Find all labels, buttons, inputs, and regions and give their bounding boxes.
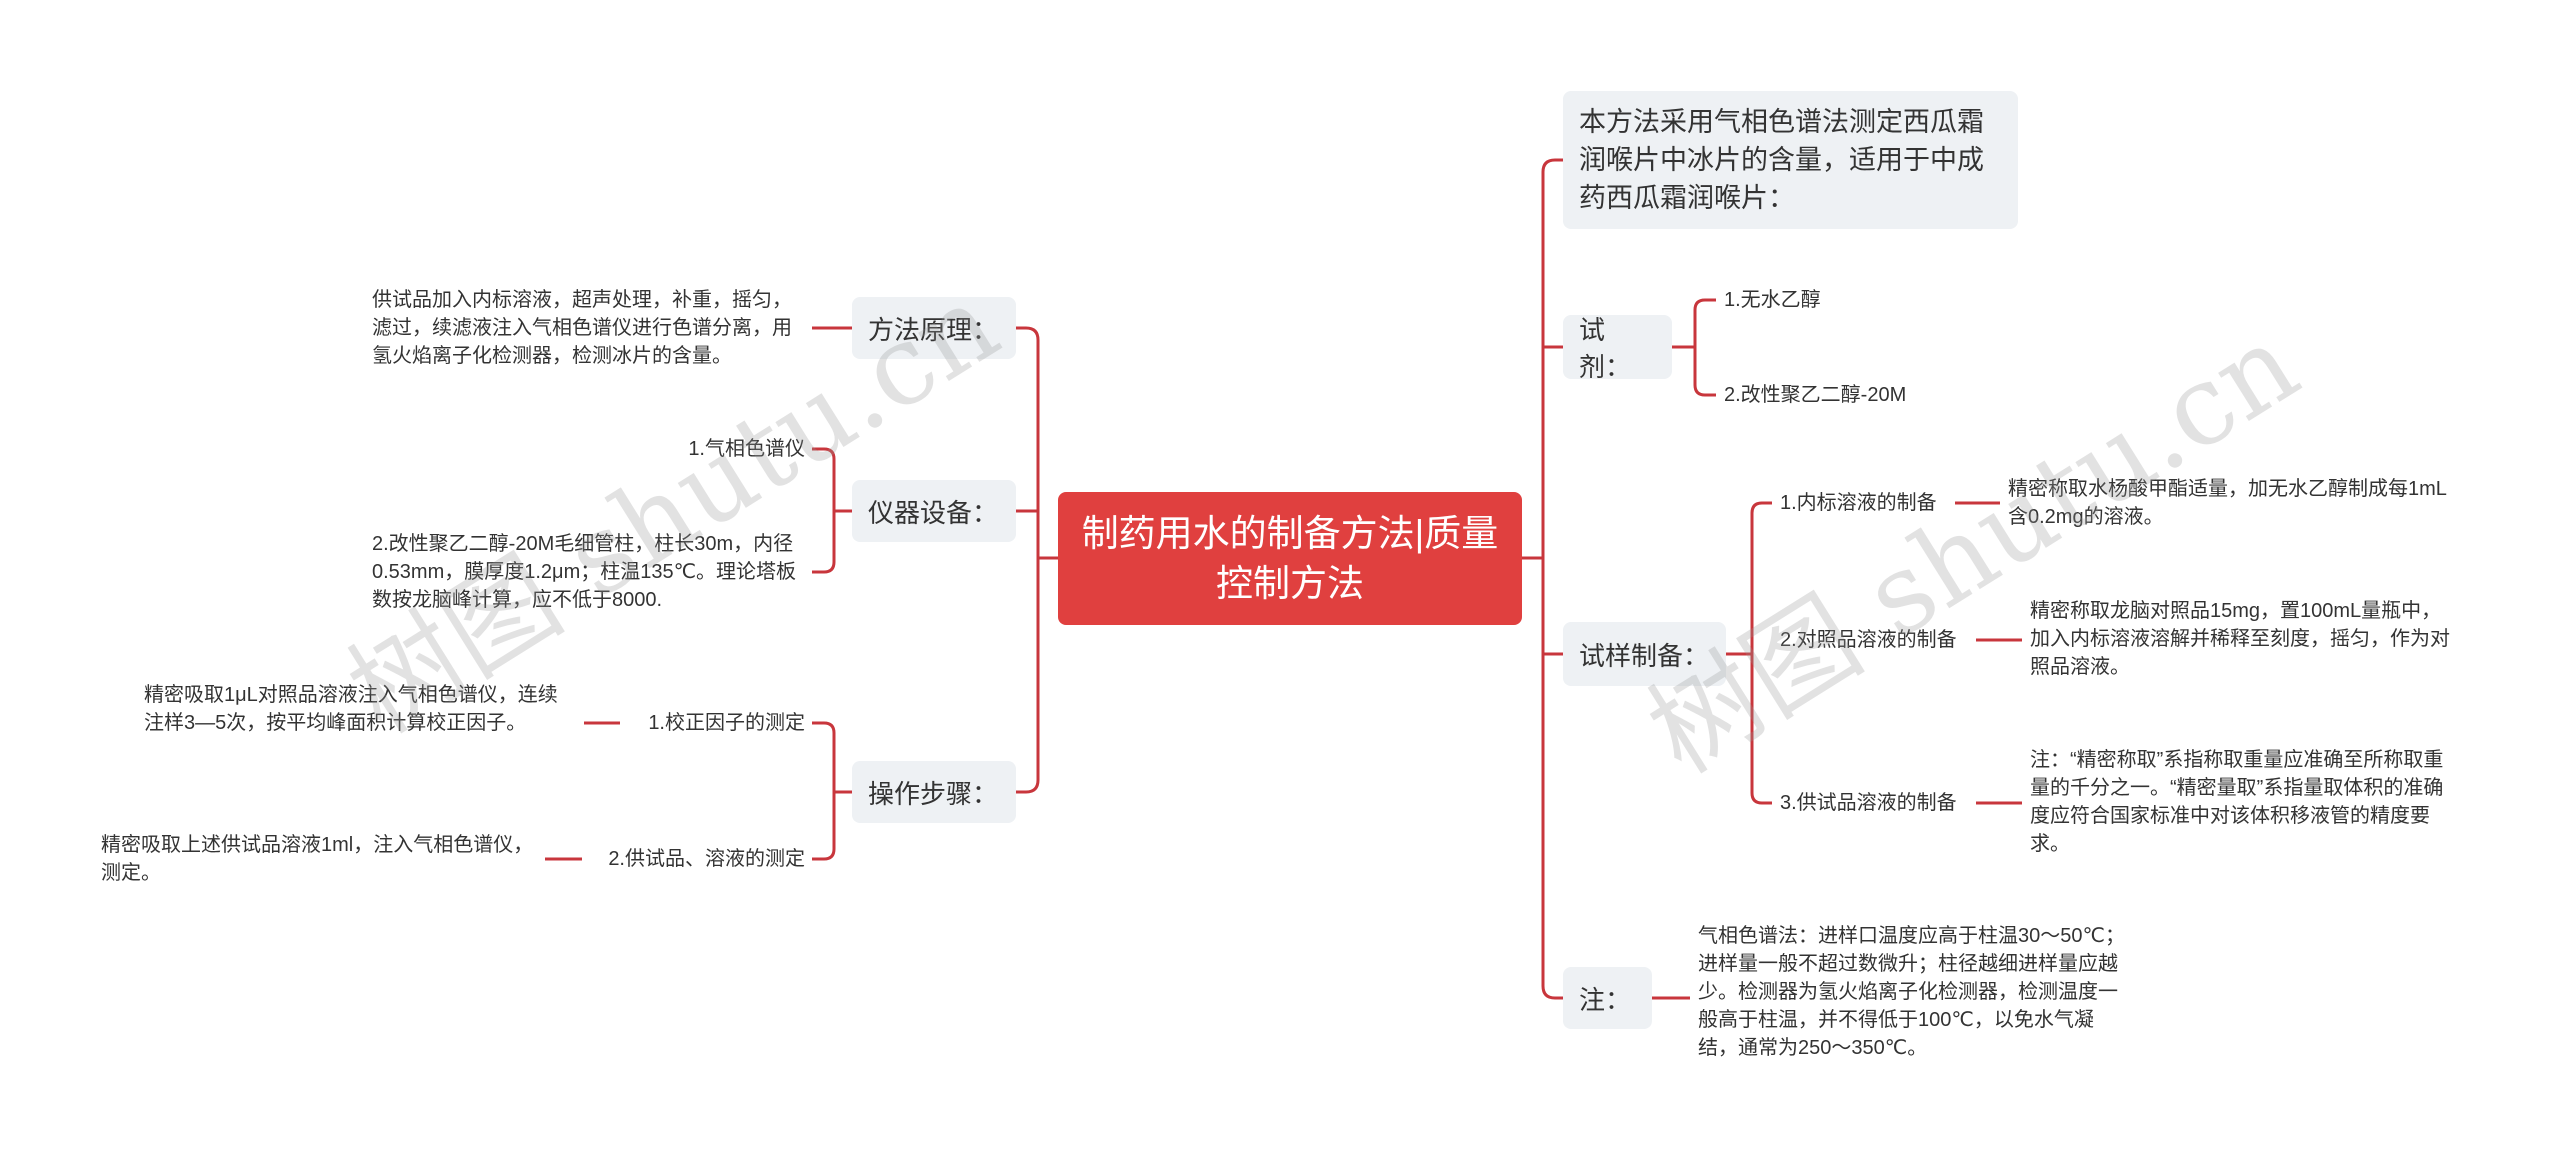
reagent-2[interactable]: 2.改性聚乙二醇-20M	[1724, 384, 1907, 406]
prep-2[interactable]: 2.对照品溶液的制备	[1780, 629, 1957, 651]
note-detail[interactable]: 气相色谱法：进样口温度应高于柱温30～50℃；进样量一般不超过数微升；柱径越细进…	[1698, 925, 2125, 1059]
connector	[812, 721, 836, 861]
branch-principle[interactable]: 方法原理：	[852, 297, 1016, 359]
branch-label: 方法原理：	[868, 314, 999, 345]
leaf-equipment-2[interactable]: 2.改性聚乙二醇-20M毛细管柱，柱长30m，内径0.53mm，膜厚度1.2μm…	[372, 533, 797, 611]
branch-label: 注：	[1579, 984, 1632, 1015]
branch-reagents[interactable]: 试剂：	[1563, 315, 1672, 382]
branch-equipment[interactable]: 仪器设备：	[852, 480, 1016, 542]
prep-2-detail[interactable]: 精密称取龙脑对照品15mg，置100mL量瓶中，加入内标溶液溶解并稀释至刻度，摇…	[2030, 600, 2450, 678]
branch-label: 仪器设备：	[868, 497, 999, 528]
branch-steps[interactable]: 操作步骤：	[852, 761, 1016, 823]
prep-1-detail[interactable]: 精密称取水杨酸甲酯适量，加无水乙醇制成每1mL含0.2mg的溶液。	[2008, 478, 2447, 528]
branch-prep[interactable]: 试样制备：	[1563, 622, 1726, 686]
step-2-detail[interactable]: 精密吸取上述供试品溶液1ml，注入气相色谱仪，测定。	[101, 834, 534, 884]
step-1[interactable]: 1.校正因子的测定	[648, 712, 805, 734]
connector	[1016, 326, 1040, 794]
connector	[1693, 298, 1716, 397]
prep-1[interactable]: 1.内标溶液的制备	[1780, 492, 1937, 514]
leaf-principle[interactable]: 供试品加入内标溶液，超声处理，补重，摇匀，滤过，续滤液注入气相色谱仪进行色谱分离…	[372, 289, 792, 367]
branch-label: 试样制备：	[1579, 640, 1710, 671]
connector	[1541, 158, 1563, 1000]
step-2[interactable]: 2.供试品、溶液的测定	[608, 848, 805, 870]
intro-node[interactable]: 本方法采用气相色谱法测定西瓜霜润喉片中冰片的含量，适用于中成药西瓜霜润喉片：	[1563, 91, 2018, 229]
branch-label: 试剂：	[1579, 315, 1632, 382]
leaf-equipment-1[interactable]: 1.气相色谱仪	[688, 438, 805, 460]
branch-label: 操作步骤：	[868, 778, 999, 809]
connector	[812, 447, 836, 574]
connector	[1750, 501, 1772, 805]
intro-text: 本方法采用气相色谱法测定西瓜霜润喉片中冰片的含量，适用于中成药西瓜霜润喉片：	[1579, 107, 1984, 213]
root-topic[interactable]: 制药用水的制备方法|质量控制方法	[1058, 492, 1522, 625]
root-title: 制药用水的制备方法|质量控制方法	[1081, 512, 1499, 604]
reagent-1[interactable]: 1.无水乙醇	[1724, 289, 1821, 311]
prep-3[interactable]: 3.供试品溶液的制备	[1780, 792, 1957, 814]
branch-note[interactable]: 注：	[1563, 967, 1652, 1029]
prep-3-detail[interactable]: 注：“精密称取”系指称取重量应准确至所称取重量的千分之一。“精密量取”系指量取体…	[2030, 749, 2444, 855]
step-1-detail[interactable]: 精密吸取1μL对照品溶液注入气相色谱仪，连续注样3—5次，按平均峰面积计算校正因…	[144, 684, 558, 734]
